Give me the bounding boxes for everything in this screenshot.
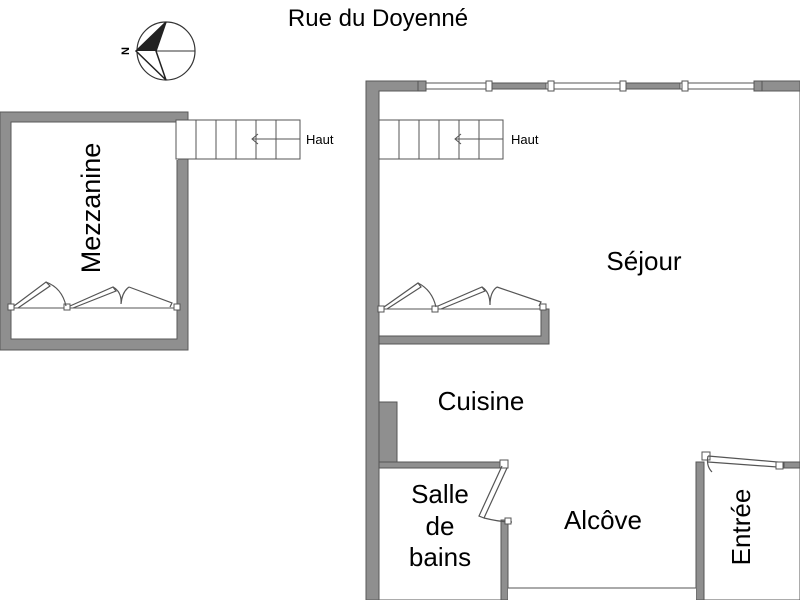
room-label-bains: bains <box>409 542 471 572</box>
bathroom-walls <box>378 459 513 600</box>
main-floor-interior <box>378 90 800 600</box>
main-closet <box>377 282 550 345</box>
north-label: N <box>120 47 132 55</box>
room-label-de: de <box>426 511 455 541</box>
mezzanine-closet-doors <box>7 281 181 311</box>
stairs-up-label-main: Haut <box>511 132 539 147</box>
room-label-mezzanine: Mezzanine <box>76 143 106 274</box>
windows-top-wall <box>417 80 763 92</box>
main-stairs: Haut <box>378 119 539 160</box>
entry-walls <box>695 451 800 600</box>
room-label-salle: Salle <box>411 479 469 509</box>
kitchen-counter <box>378 401 398 465</box>
room-label-sejour: Séjour <box>606 246 681 276</box>
main-floor-plan: Haut <box>365 80 800 600</box>
mezzanine-floor <box>10 121 178 340</box>
room-label-entree: Entrée <box>726 489 756 566</box>
north-arrow-icon: N <box>120 21 196 81</box>
street-title: Rue du Doyenné <box>288 5 468 32</box>
room-label-alcove: Alcôve <box>564 505 642 535</box>
mezzanine-plan: Haut Mezzanine <box>0 111 334 351</box>
mezzanine-stairs: Haut <box>175 119 334 160</box>
stairs-up-label: Haut <box>306 132 334 147</box>
room-label-cuisine: Cuisine <box>438 386 525 416</box>
